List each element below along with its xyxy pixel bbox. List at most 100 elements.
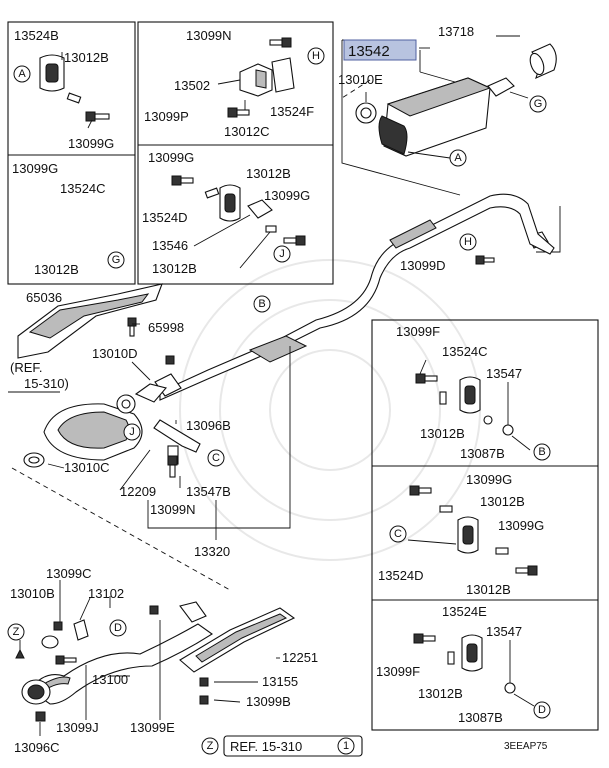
hanger-13524D[interactable] — [219, 184, 241, 222]
pin-13012B — [265, 225, 277, 233]
label-13087B: 13087B — [458, 710, 503, 725]
svg-text:A: A — [454, 152, 462, 164]
label-13524D: 13524D — [378, 568, 424, 583]
label-65036: 65036 — [26, 290, 62, 305]
callout-h: H — [307, 47, 325, 65]
hanger-13524E[interactable] — [461, 634, 483, 672]
label-13524F: 13524F — [270, 104, 314, 119]
callout-b: B — [253, 295, 271, 313]
box-mount-h-j — [137, 21, 334, 285]
hanger-13524F[interactable] — [271, 57, 295, 93]
svg-text:Z: Z — [207, 740, 214, 752]
bolt-13099B — [199, 695, 209, 705]
hanger-13524B[interactable] — [39, 54, 65, 92]
label-13320: 13320 — [194, 544, 230, 559]
pin-13012B — [439, 391, 447, 405]
callout-z: Z — [7, 623, 25, 641]
label-13099G: 13099G — [498, 518, 544, 533]
bracket-13546[interactable] — [247, 199, 273, 219]
label-13096C: 13096C — [14, 740, 60, 755]
hanger-13524C[interactable] — [459, 376, 481, 414]
hanger-bracket-12209[interactable] — [153, 419, 201, 465]
callout-a: A — [13, 65, 31, 83]
svg-text:B: B — [538, 446, 545, 458]
muffler-13542[interactable] — [378, 77, 515, 157]
label-13099B: 13099B — [246, 694, 291, 709]
washer-13087B — [483, 415, 493, 425]
svg-text:J: J — [279, 248, 285, 260]
label-12209: 12209 — [120, 484, 156, 499]
label-13010B: 13010B — [10, 586, 55, 601]
callouts: A G H J G A H B J C B C D D Z — [7, 47, 551, 719]
footer-ref-text: REF. 15-310 — [230, 739, 302, 754]
footer-reference: Z REF. 15-310 1 3EEAP75 — [201, 735, 548, 757]
label-13099G: 13099G — [264, 188, 310, 203]
callout-g: G — [107, 251, 125, 269]
bracket-13502[interactable] — [239, 63, 273, 97]
label-13010D: 13010D — [92, 346, 138, 361]
bolt-13099C — [53, 621, 63, 631]
label-13012C: 13012C — [224, 124, 270, 139]
callout-d: D — [109, 619, 127, 637]
callout-b: B — [533, 443, 551, 461]
label-13010E: 13010E — [338, 72, 383, 87]
pin-13012B — [439, 505, 453, 513]
bolt-13099F — [413, 633, 436, 644]
center-pipe-13320[interactable] — [159, 193, 555, 401]
label-13010C: 13010C — [64, 460, 110, 475]
label-13012B: 13012B — [418, 686, 463, 701]
bracket-13102[interactable] — [73, 619, 89, 641]
bolt-13096B — [165, 355, 175, 365]
label-13542[interactable]: 13542 — [348, 43, 390, 60]
bolt-13099N — [269, 37, 292, 48]
callout-h: H — [459, 233, 477, 251]
label-13012B: 13012B — [480, 494, 525, 509]
label-13099G: 13099G — [12, 161, 58, 176]
label-13100: 13100 — [92, 672, 128, 687]
label-12251: 12251 — [282, 650, 318, 665]
label-13155: 13155 — [262, 674, 298, 689]
label-13099G: 13099G — [68, 136, 114, 151]
label-13524C: 13524C — [442, 344, 488, 359]
callout-j: J — [123, 423, 141, 441]
bolt-13096C — [35, 711, 46, 736]
label-13547: 13547 — [486, 624, 522, 639]
heat-shield-12251[interactable] — [179, 607, 296, 673]
hanger-13524D[interactable] — [457, 516, 479, 554]
label-13524C: 13524C — [60, 181, 106, 196]
callout-z: Z — [201, 737, 219, 755]
washer-13087B — [504, 640, 516, 694]
svg-text:D: D — [538, 704, 546, 716]
part-labels: 13524B 13012B 13099G 13099N 13502 13524F… — [10, 24, 544, 755]
label-13546: 13546 — [152, 238, 188, 253]
highlight-13542 — [343, 39, 417, 61]
label-ref-a: (REF. — [10, 360, 43, 375]
callout-c: C — [389, 525, 407, 543]
heat-shield-65036[interactable] — [17, 283, 163, 359]
callout-j: J — [273, 245, 291, 263]
svg-text:C: C — [394, 528, 402, 540]
bolt-13099D — [475, 255, 495, 265]
gasket-13010B — [41, 635, 59, 649]
bolt-13099F — [415, 373, 438, 384]
label-13099F: 13099F — [396, 324, 440, 339]
catalytic-converter[interactable] — [43, 403, 143, 461]
label-13099G: 13099G — [148, 150, 194, 165]
label-13099E: 13099E — [130, 720, 175, 735]
pin-13012B — [447, 651, 455, 665]
svg-text:G: G — [112, 254, 121, 266]
label-13102: 13102 — [88, 586, 124, 601]
label-13502: 13502 — [174, 78, 210, 93]
pin-13012B — [495, 547, 509, 555]
dashed-guides — [11, 79, 371, 591]
label-ref-b: 15-310) — [24, 376, 69, 391]
bolt-13547 — [502, 382, 514, 436]
label-13524E: 13524E — [442, 604, 487, 619]
tail-pipe-13718[interactable] — [528, 43, 557, 80]
label-13087B: 13087B — [460, 446, 505, 461]
label-13099C: 13099C — [46, 566, 92, 581]
svg-text:C: C — [212, 452, 220, 464]
label-13524D: 13524D — [142, 210, 188, 225]
label-13099N: 13099N — [150, 502, 196, 517]
